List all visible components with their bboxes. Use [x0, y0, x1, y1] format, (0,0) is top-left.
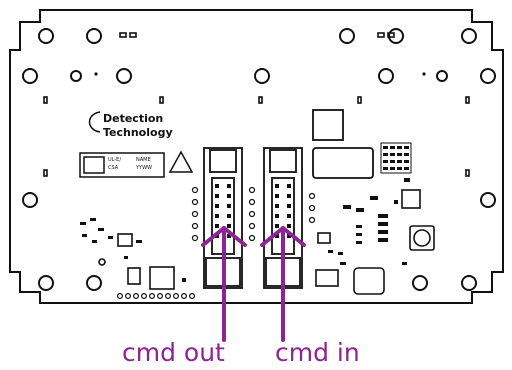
left-components: [98, 233, 175, 290]
logo-text-line2: Technology: [103, 126, 173, 139]
pin-header: [380, 142, 412, 174]
right-components: [315, 189, 435, 295]
logo-swoosh-icon: [88, 111, 101, 133]
cert-info-text: NAME YYWW: [136, 157, 152, 171]
cmd-in-label: cmd in: [275, 338, 360, 367]
mounting-holes: [22, 28, 496, 291]
slot-pads: [43, 32, 470, 177]
cert-marks-text: UL-E/ CSA: [108, 157, 122, 171]
logo-text-line1: Detection: [103, 112, 164, 125]
cmd-out-label: cmd out: [122, 338, 225, 367]
cert-label: [79, 150, 194, 178]
board-outline: [9, 9, 504, 304]
